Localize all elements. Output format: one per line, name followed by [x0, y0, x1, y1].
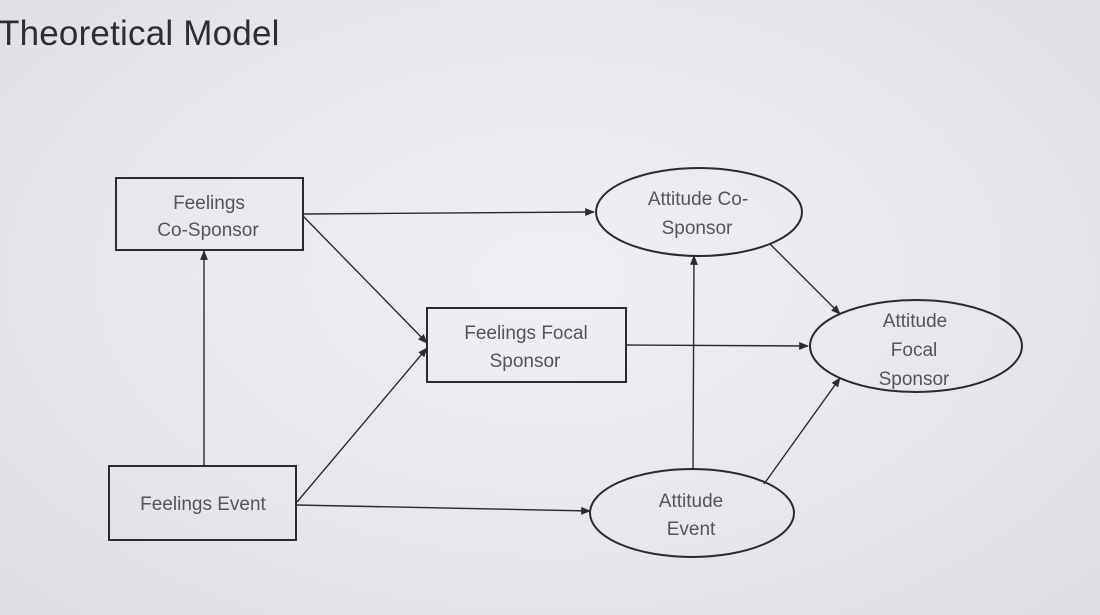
- edge-attitude-cosponsor-to-attitude-focal: [769, 243, 841, 315]
- node-label-line: Event: [667, 519, 716, 540]
- node-ellipse: [809, 299, 1023, 393]
- node-feelings-focal: Feelings Focal Sponsor: [426, 307, 627, 383]
- node-label-line: Co-Sponsor: [157, 220, 259, 241]
- node-box: [108, 465, 297, 541]
- edge-attitude-event-to-attitude-focal: [763, 377, 841, 485]
- edge-feelings-cosponsor-to-attitude-cosponsor: [302, 208, 595, 216]
- node-label-line: Feelings Focal: [464, 323, 588, 344]
- node-box: [115, 177, 304, 251]
- node-feelings-cosponsor: Feelings Co-Sponsor: [115, 177, 304, 251]
- node-box: [426, 307, 627, 383]
- edge-feelings-event-to-attitude-event: [295, 504, 591, 515]
- node-label-line: Attitude Co-: [648, 189, 748, 210]
- node-attitude-focal: Attitude Focal Sponsor: [809, 299, 1023, 393]
- node-label-line: Sponsor: [490, 351, 561, 372]
- node-ellipse: [589, 468, 795, 558]
- node-label-line: Sponsor: [879, 369, 950, 390]
- node-ellipse: [595, 167, 803, 257]
- edge-feelings-cosponsor-to-feelings-focal: [302, 215, 428, 344]
- node-label-line: Sponsor: [662, 218, 733, 239]
- node-attitude-event: Attitude Event: [589, 468, 795, 558]
- edge-attitude-event-to-attitude-cosponsor: [690, 255, 698, 471]
- node-feelings-event: Feelings Event: [108, 465, 297, 541]
- node-label-line: Feelings Event: [140, 494, 266, 515]
- slide-title: Theoretical Model: [0, 14, 280, 53]
- node-label-line: Attitude: [659, 491, 723, 512]
- node-label-line: Feelings: [173, 193, 245, 214]
- edge-feelings-event-to-feelings-focal: [296, 347, 428, 503]
- node-label-line: Attitude: [883, 311, 947, 332]
- node-attitude-cosponsor: Attitude Co- Sponsor: [595, 167, 803, 257]
- edge-feelings-focal-to-attitude-focal: [625, 342, 809, 350]
- node-label-line: Focal: [891, 340, 937, 361]
